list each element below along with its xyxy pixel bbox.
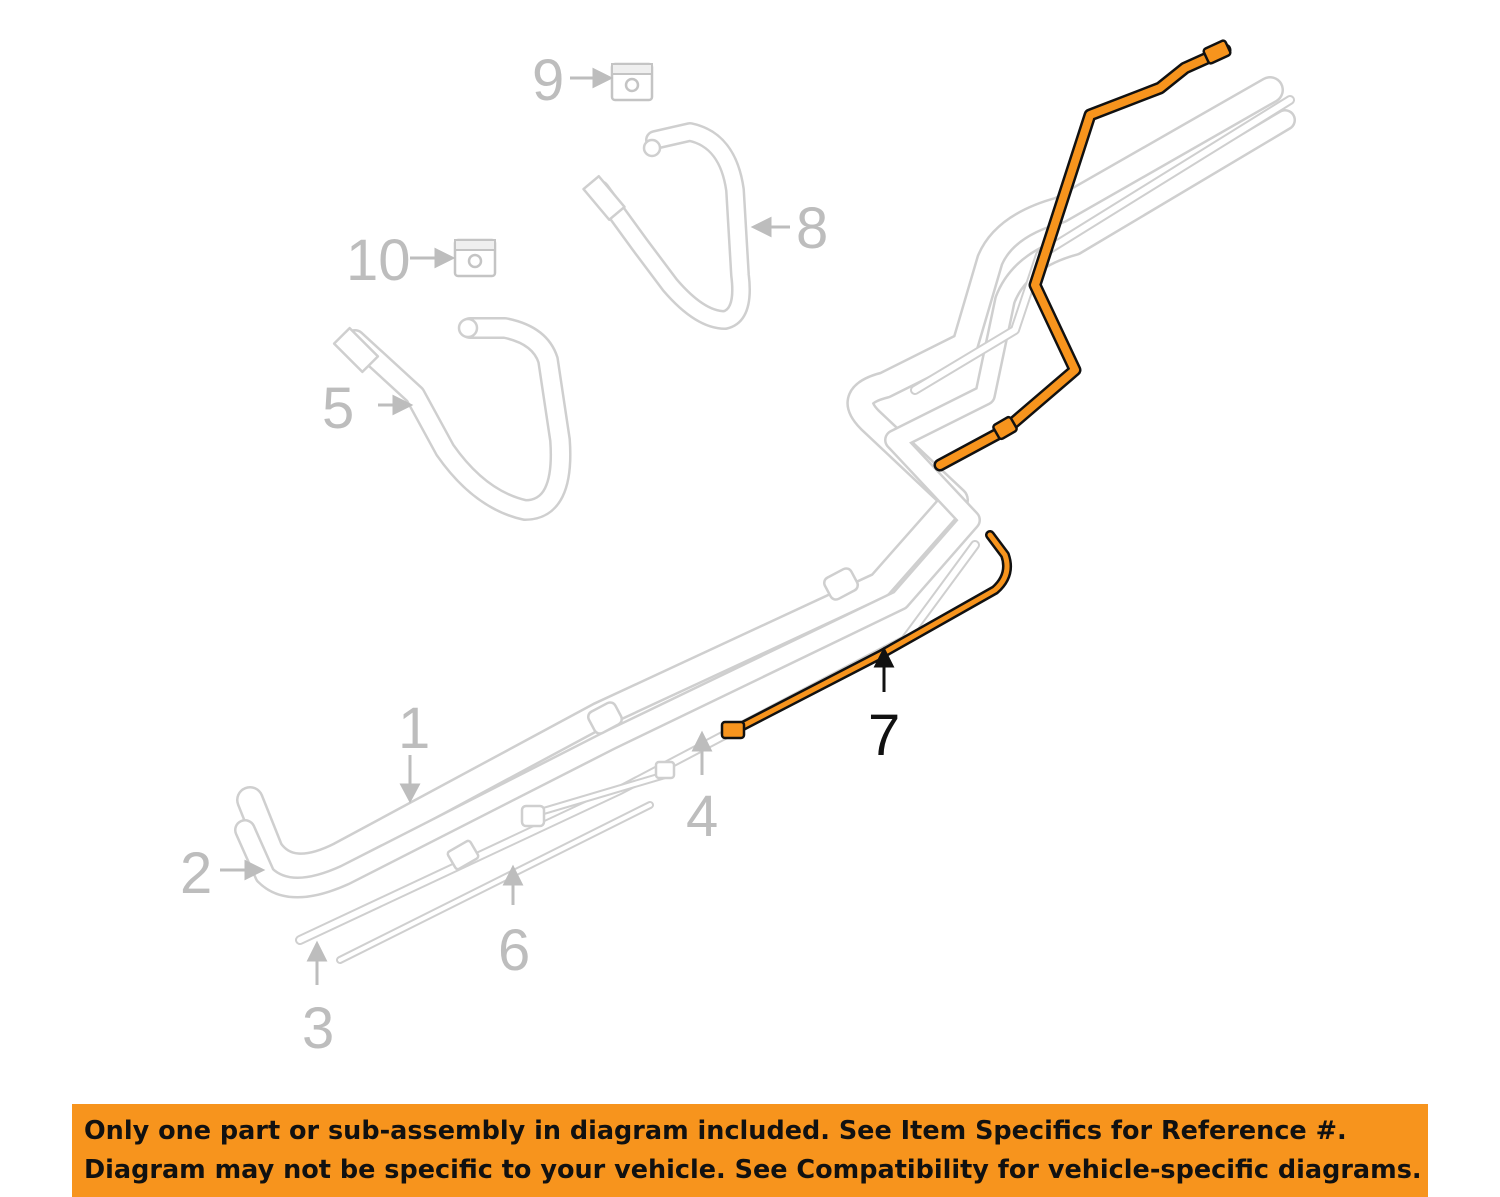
callout-10: 10 [346,228,411,293]
banner-line-2: Diagram may not be specific to your vehi… [84,1155,1422,1185]
part-10-clip[interactable] [453,238,497,278]
part-8-hose[interactable] [582,122,751,330]
banner-line-1: Only one part or sub-assembly in diagram… [84,1116,1347,1146]
callout-6: 6 [498,918,531,983]
callout-9: 9 [532,48,565,113]
part-9-clip[interactable] [610,62,654,102]
callout-4: 4 [686,784,719,849]
disclaimer-banner: Only one part or sub-assembly in diagram… [72,1104,1428,1197]
part-5-hose[interactable] [332,317,572,521]
parts-diagram [220,39,1296,985]
leader-arrows [220,67,790,985]
callout-1: 1 [398,696,431,761]
part-7-line[interactable] [720,39,1232,740]
line-bundle [234,76,1296,964]
callout-8: 8 [796,196,829,261]
callout-5: 5 [322,376,355,441]
callout-2: 2 [180,841,213,906]
callout-3: 3 [302,996,335,1061]
callout-7: 7 [868,703,901,768]
leader-arrow-7 [873,646,895,692]
